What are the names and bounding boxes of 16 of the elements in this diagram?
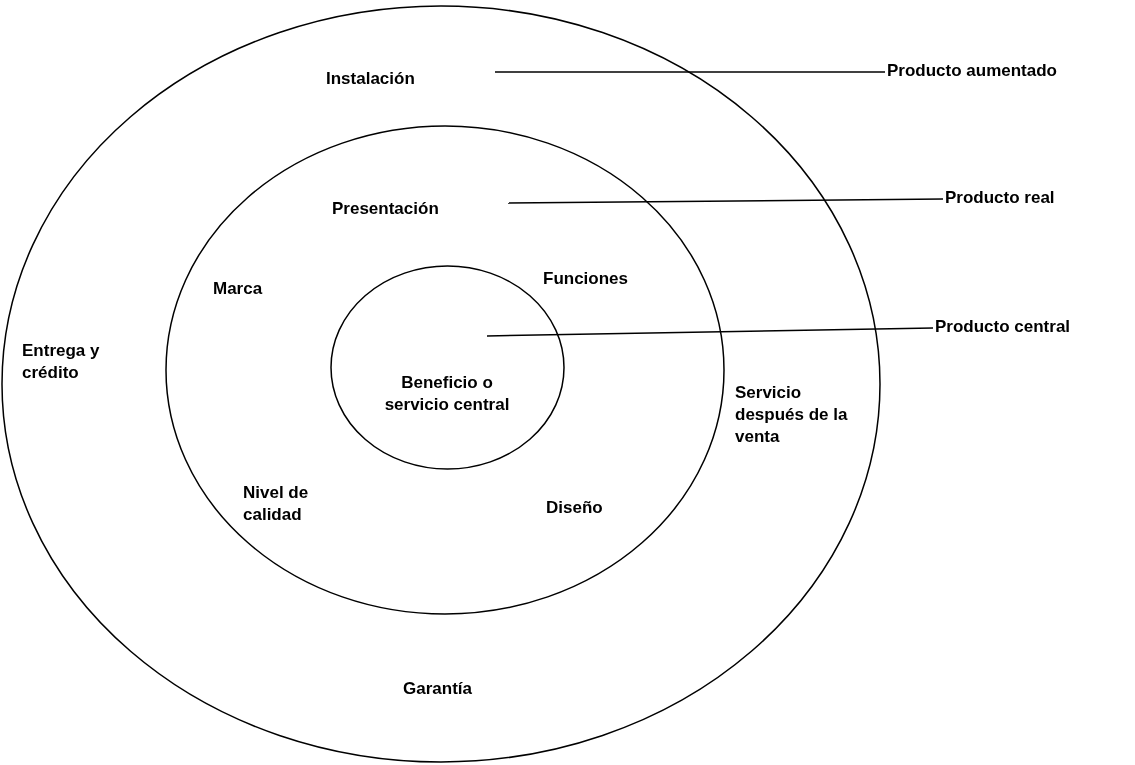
- ring-label: Beneficio o servicio central: [383, 372, 511, 416]
- leader-line: [494, 71, 886, 73]
- ring-label: Diseño: [546, 497, 604, 519]
- layer-label: Producto real: [945, 187, 1056, 209]
- leader-line: [507, 198, 944, 204]
- ring-label: Servicio después de la venta: [735, 382, 849, 448]
- ring-label: Presentación: [332, 198, 440, 220]
- layer-label: Producto aumentado: [887, 60, 1058, 82]
- layer-label: Producto central: [935, 316, 1072, 338]
- ring-label: Entrega y crédito: [22, 340, 101, 384]
- leader-line: [486, 327, 934, 337]
- ring-label: Funciones: [543, 268, 629, 290]
- ring-label: Garantía: [403, 678, 473, 700]
- ring-label: Marca: [213, 278, 264, 300]
- ring-label: Instalación: [326, 68, 416, 90]
- ring-label: Nivel de calidad: [243, 482, 310, 526]
